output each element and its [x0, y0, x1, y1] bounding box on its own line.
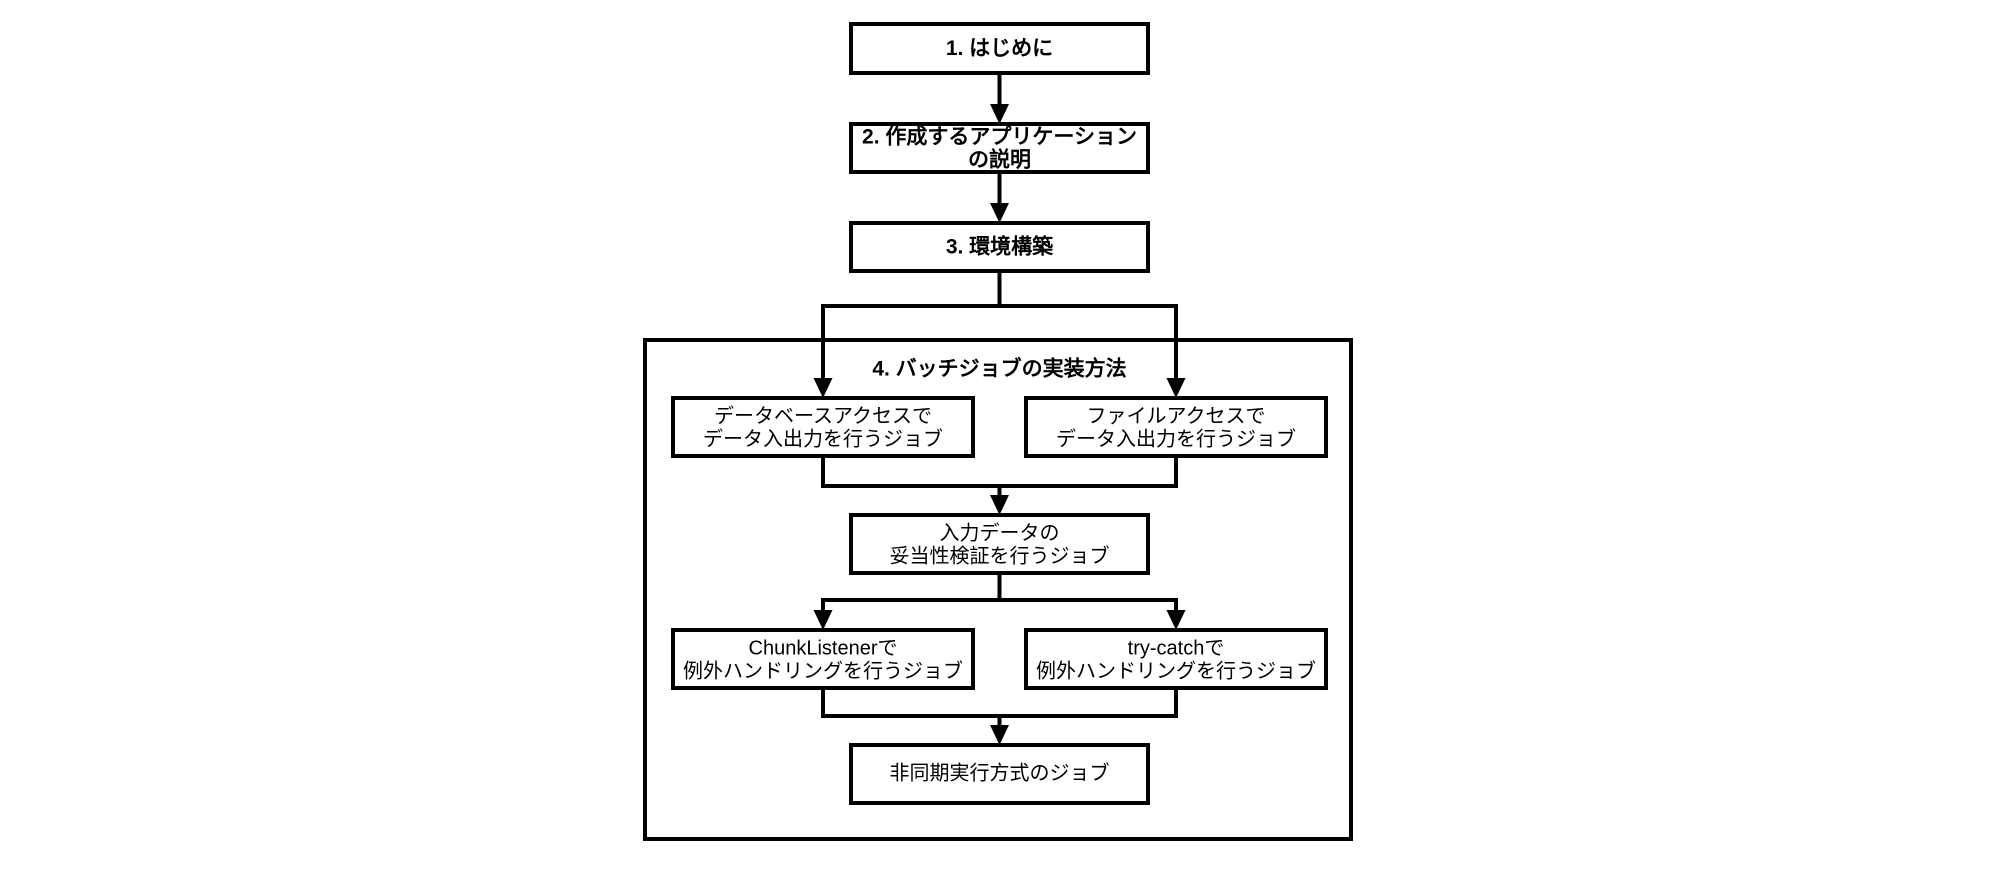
node-trycatch-job-label-line1: try-catchで: [1128, 637, 1225, 659]
node-trycatch-job-box[interactable]: [1024, 628, 1328, 690]
node-validation-job[interactable]: 入力データの 妥当性検証を行うジョブ: [849, 513, 1150, 575]
node-env-setup-box[interactable]: [849, 221, 1150, 273]
connector-access-jobs-to-validation: [821, 456, 1178, 515]
node-validation-job-label-line1: 入力データの: [940, 521, 1060, 544]
node-chunklistener-job-label-line2: 例外ハンドリングを行うジョブ: [683, 658, 963, 682]
node-intro[interactable]: 1. はじめに: [849, 22, 1150, 75]
node-db-access-job[interactable]: データベースアクセスで データ入出力を行うジョブ: [671, 396, 975, 458]
section4-group-container: [643, 338, 1353, 841]
node-chunklistener-job[interactable]: ChunkListenerで 例外ハンドリングを行うジョブ: [671, 628, 975, 690]
node-db-access-job-label-line2: データ入出力を行うジョブ: [703, 426, 943, 450]
node-async-job-box[interactable]: [849, 743, 1150, 805]
node-trycatch-job-label-line2: 例外ハンドリングを行うジョブ: [1036, 658, 1316, 682]
node-db-access-job-box[interactable]: [671, 396, 975, 458]
connector-intro-to-app-desc: [990, 73, 1009, 124]
node-chunklistener-job-box[interactable]: [671, 628, 975, 690]
node-app-desc-label-line1: 2. 作成するアプリケーション: [862, 125, 1137, 149]
node-env-setup-label: 3. 環境構築: [946, 235, 1054, 259]
node-file-access-job-label-line2: データ入出力を行うジョブ: [1056, 426, 1296, 450]
node-env-setup[interactable]: 3. 環境構築: [849, 221, 1150, 273]
node-app-desc[interactable]: 2. 作成するアプリケーション の説明: [849, 122, 1150, 174]
node-file-access-job-box[interactable]: [1024, 396, 1328, 458]
connector-handling-jobs-to-async: [821, 688, 1178, 745]
section4-title: 4. バッチジョブの実装方法: [872, 357, 1126, 381]
node-app-desc-box[interactable]: [849, 122, 1150, 174]
connector-app-desc-to-env-setup: [990, 172, 1009, 223]
node-file-access-job-label-line1: ファイルアクセスで: [1087, 404, 1266, 427]
connector-validation-split: [813, 573, 1186, 630]
node-trycatch-job[interactable]: try-catchで 例外ハンドリングを行うジョブ: [1024, 628, 1328, 690]
node-async-job[interactable]: 非同期実行方式のジョブ: [849, 743, 1150, 805]
connector-env-setup-split: [813, 271, 1186, 398]
node-chunklistener-job-label-line1: ChunkListenerで: [749, 637, 898, 659]
node-app-desc-label-line2: の説明: [968, 148, 1031, 172]
node-async-job-label: 非同期実行方式のジョブ: [890, 760, 1110, 784]
node-validation-job-box[interactable]: [849, 513, 1150, 575]
node-file-access-job[interactable]: ファイルアクセスで データ入出力を行うジョブ: [1024, 396, 1328, 458]
node-validation-job-label-line2: 妥当性検証を行うジョブ: [890, 543, 1110, 567]
node-db-access-job-label-line1: データベースアクセスで: [714, 404, 932, 427]
node-intro-box[interactable]: [849, 22, 1150, 75]
node-intro-label: 1. はじめに: [946, 37, 1053, 60]
